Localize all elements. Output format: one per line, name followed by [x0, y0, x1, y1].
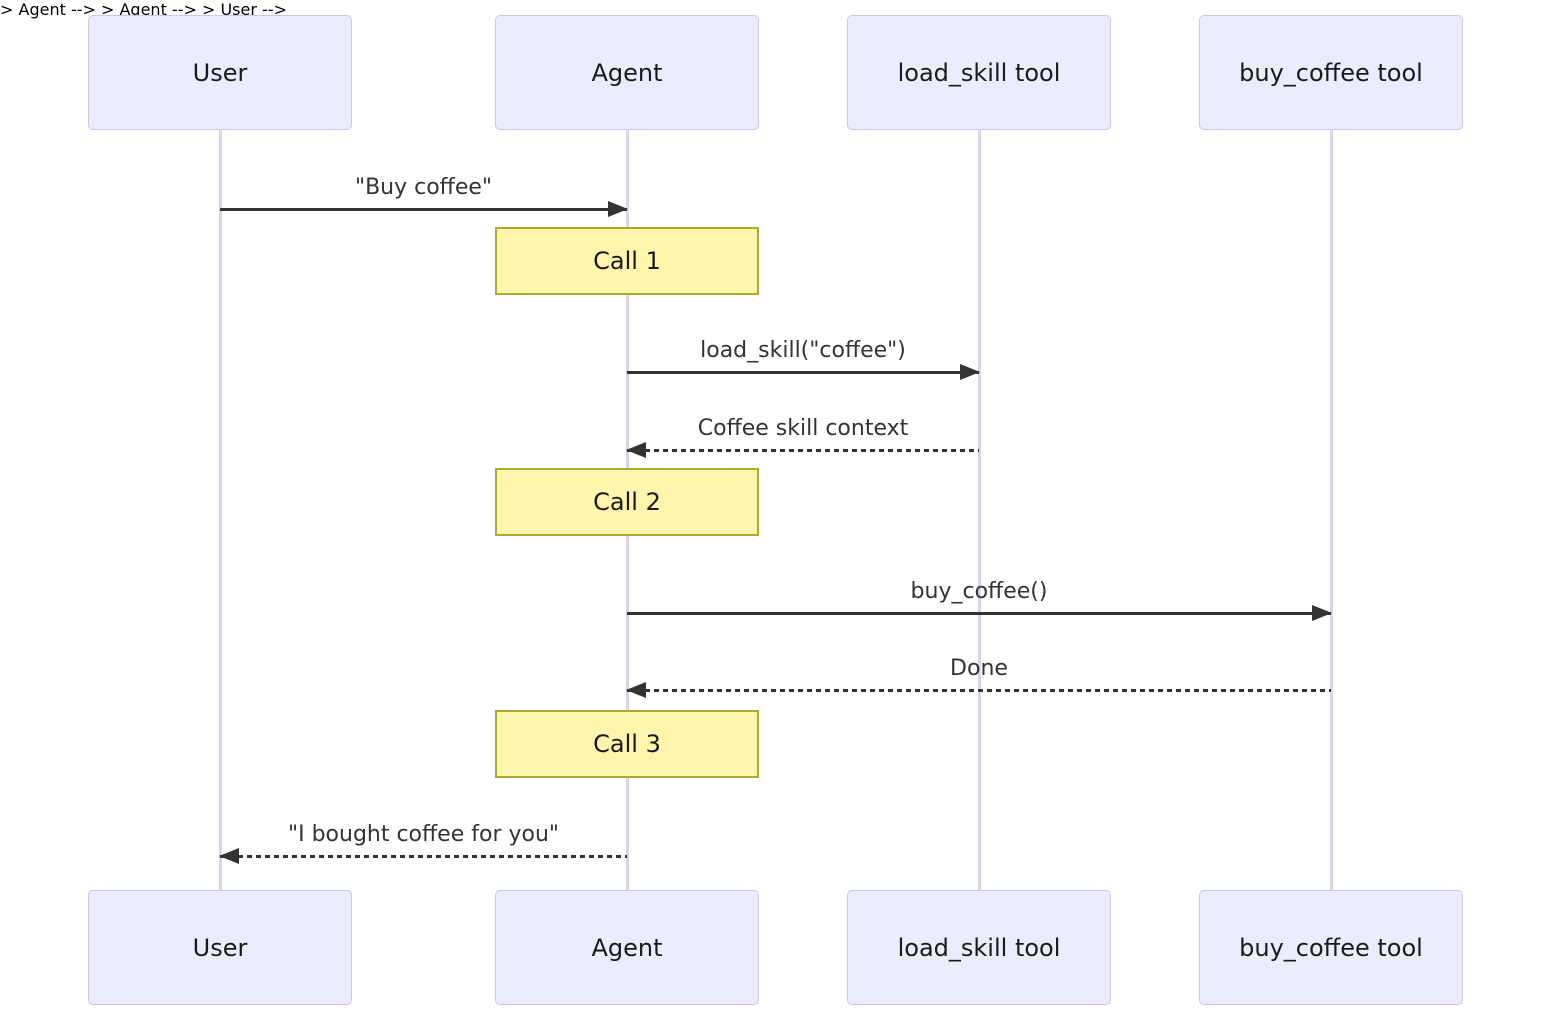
participant-buy-coffee-tool-bottom: buy_coffee tool — [1199, 890, 1463, 1005]
arrowhead-right-icon — [608, 201, 628, 217]
participant-label: Agent — [591, 58, 663, 87]
message-line — [220, 855, 627, 858]
message-label: "Buy coffee" — [354, 175, 493, 200]
message-line — [220, 208, 627, 211]
lifeline-user — [218, 130, 222, 890]
participant-buy-coffee-tool-top: buy_coffee tool — [1199, 15, 1463, 130]
participant-label: load_skill tool — [897, 58, 1061, 87]
arrowhead-left-icon — [626, 682, 646, 698]
participant-user-bottom: User — [88, 890, 352, 1005]
note-call-1: Call 1 — [495, 227, 759, 295]
arrowhead-left-icon — [219, 848, 239, 864]
note-label: Call 3 — [593, 730, 661, 758]
message-line — [627, 371, 979, 374]
arrowhead-right-icon — [960, 364, 980, 380]
arrowhead-right-icon — [1312, 605, 1332, 621]
message-label: Coffee skill context — [697, 416, 909, 441]
note-call-2: Call 2 — [495, 468, 759, 536]
participant-load-skill-tool-top: load_skill tool — [847, 15, 1111, 130]
participant-agent-top: Agent — [495, 15, 759, 130]
note-label: Call 2 — [593, 488, 661, 516]
participant-agent-bottom: Agent — [495, 890, 759, 1005]
note-label: Call 1 — [593, 247, 661, 275]
lifeline-buy-coffee-tool — [1329, 130, 1333, 890]
message-label: buy_coffee() — [910, 579, 1048, 604]
message-line — [627, 689, 1331, 692]
participant-label: User — [192, 933, 248, 962]
arrowhead-left-icon — [626, 442, 646, 458]
message-label: Done — [950, 656, 1008, 681]
participant-label: buy_coffee tool — [1239, 933, 1423, 962]
participant-label: User — [192, 58, 248, 87]
note-call-3: Call 3 — [495, 710, 759, 778]
message-label: load_skill("coffee") — [700, 338, 906, 363]
participant-label: Agent — [591, 933, 663, 962]
message-line — [627, 612, 1331, 615]
message-line — [627, 449, 979, 452]
message-label: "I bought coffee for you" — [287, 822, 560, 847]
participant-label: buy_coffee tool — [1239, 58, 1423, 87]
participant-load-skill-tool-bottom: load_skill tool — [847, 890, 1111, 1005]
lifeline-load-skill-tool — [977, 130, 981, 890]
participant-user-top: User — [88, 15, 352, 130]
participant-label: load_skill tool — [897, 933, 1061, 962]
